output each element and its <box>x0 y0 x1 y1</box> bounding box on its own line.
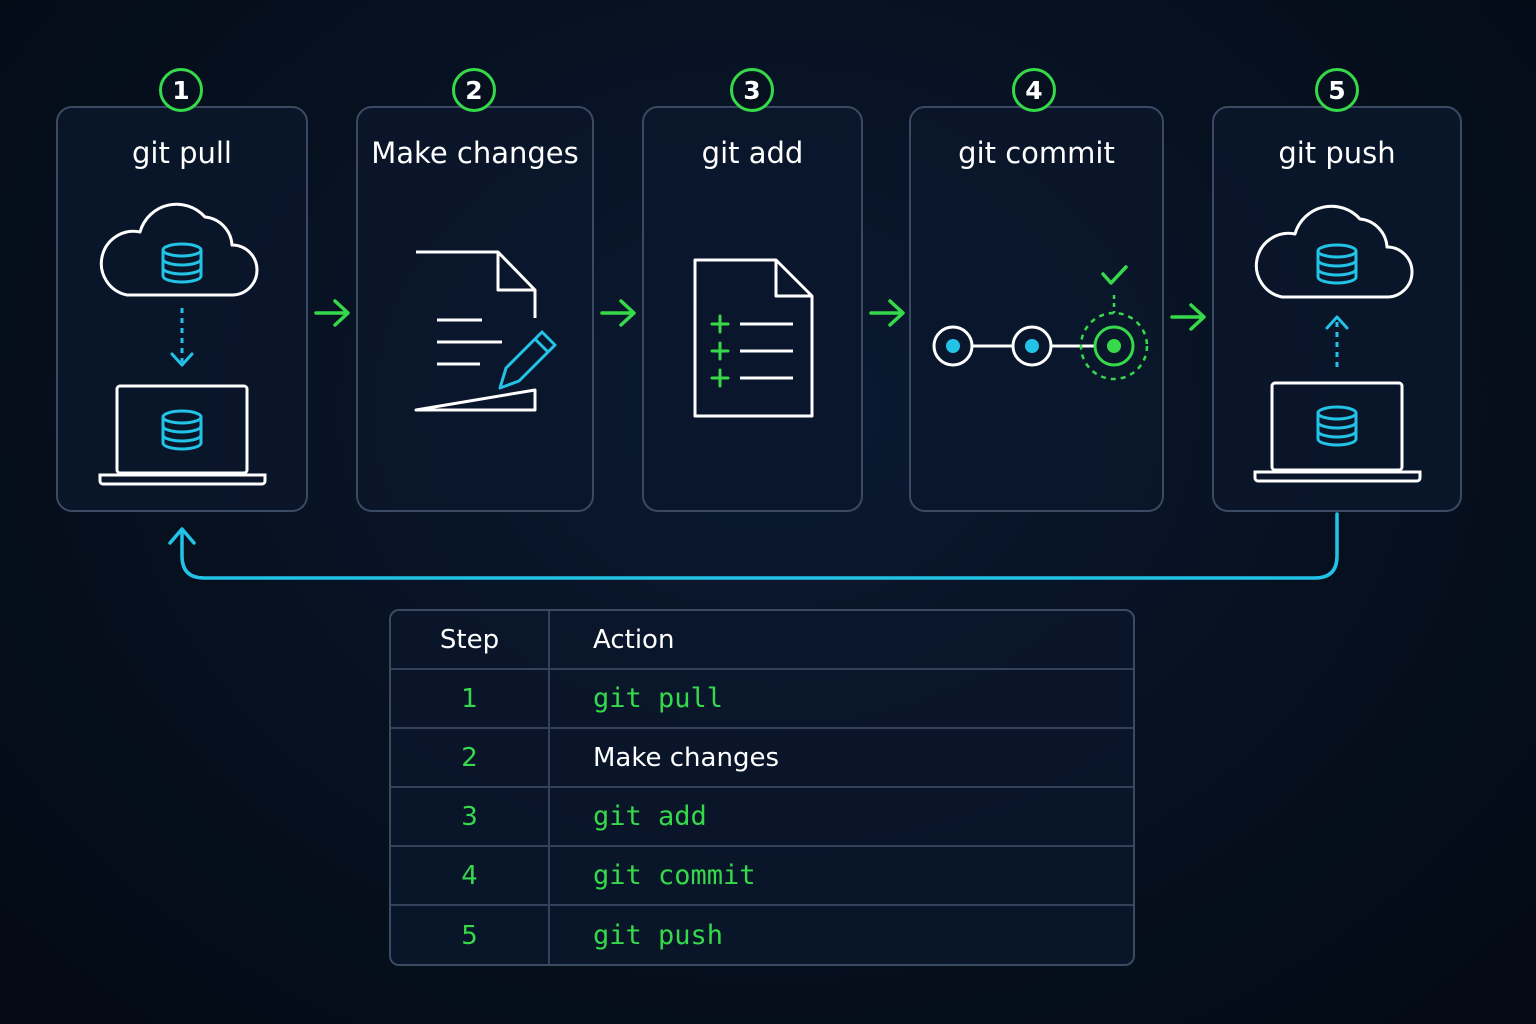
steps-table: Step Action 1 git pull 2 Make changes 3 … <box>389 609 1135 966</box>
arrow-right-icon <box>1170 303 1206 331</box>
step-title-5: git push <box>1278 136 1396 170</box>
table-cell-action: Make changes <box>593 742 779 773</box>
step-badge-4: 4 <box>1012 68 1056 112</box>
laptop-database-icon <box>1253 381 1422 483</box>
step-badge-2: 2 <box>452 68 496 112</box>
table-row: 2 Make changes <box>391 729 1133 788</box>
down-arrow-icon <box>170 308 194 367</box>
step-badge-5: 5 <box>1315 68 1359 112</box>
document-add-icon <box>693 258 814 418</box>
table-header-row: Step Action <box>391 611 1133 670</box>
step-badge-1: 1 <box>159 68 203 112</box>
cloud-database-icon <box>1254 204 1414 299</box>
commit-graph-icon <box>932 295 1149 381</box>
table-header-step: Step <box>391 611 550 668</box>
table-cell-action: git pull <box>593 683 724 714</box>
loop-back-arrow <box>168 512 1339 580</box>
table-cell-step: 4 <box>391 847 550 904</box>
table-row: 1 git pull <box>391 670 1133 729</box>
step-title-2: Make changes <box>371 136 579 170</box>
step-card-4 <box>909 106 1164 512</box>
table-cell-action: git commit <box>593 860 756 891</box>
table-row: 3 git add <box>391 788 1133 847</box>
table-cell-action: git add <box>593 801 707 832</box>
table-header-action: Action <box>593 624 675 655</box>
table-cell-step: 1 <box>391 670 550 727</box>
arrow-right-icon <box>314 299 350 327</box>
step-title-4: git commit <box>958 136 1115 170</box>
table-cell-step: 2 <box>391 729 550 786</box>
step-card-3 <box>642 106 863 512</box>
table-row: 4 git commit <box>391 847 1133 906</box>
table-row: 5 git push <box>391 906 1133 964</box>
table-cell-step: 5 <box>391 906 550 964</box>
table-cell-step: 3 <box>391 788 550 845</box>
step-title-3: git add <box>701 136 804 170</box>
laptop-database-icon <box>98 384 267 486</box>
up-arrow-icon <box>1325 315 1349 370</box>
arrow-right-icon <box>600 299 636 327</box>
arrow-right-icon <box>869 299 905 327</box>
step-card-2 <box>356 106 594 512</box>
table-cell-action: git push <box>593 920 724 951</box>
step-badge-3: 3 <box>730 68 774 112</box>
document-edit-icon <box>414 250 557 412</box>
step-title-1: git pull <box>132 136 232 170</box>
check-icon <box>1101 265 1128 285</box>
cloud-database-icon <box>99 202 259 297</box>
